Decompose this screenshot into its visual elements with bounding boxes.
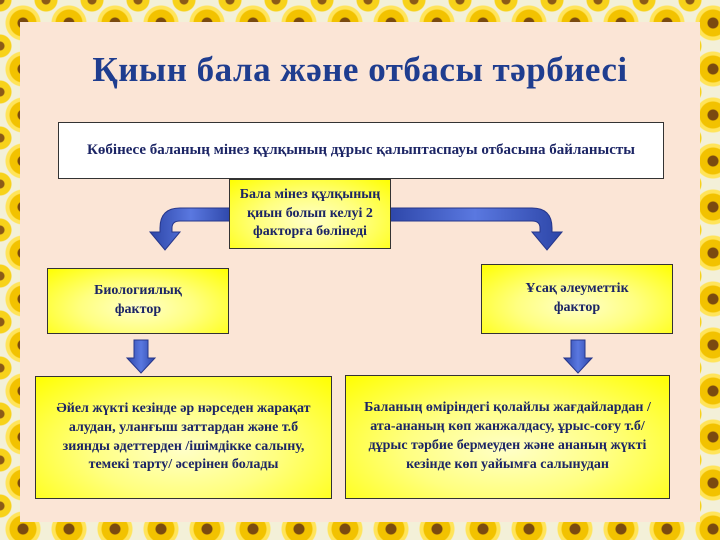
biological-factor-box: Биологиялық фактор	[47, 268, 229, 334]
curved-arrow-right-icon	[387, 207, 564, 251]
biological-detail-box: Әйел жүкті кезінде әр нәрседен жарақат а…	[35, 376, 332, 499]
page-title: Қиын бала және отбасы тәрбиесі	[92, 50, 628, 89]
down-arrow-left-icon	[125, 339, 157, 374]
summary-text: Көбінесе баланың мінез құлқының дұрыс қа…	[87, 142, 635, 159]
biological-detail-text: Әйел жүкті кезінде әр нәрседен жарақат а…	[56, 400, 311, 473]
social-detail-box: Баланың өміріндегі қолайлы жағдайлардан …	[345, 375, 670, 499]
curved-arrow-left-icon	[148, 207, 233, 251]
central-topic-text: Бала мінез құлқының қиын болып келуі 2 ф…	[239, 186, 381, 240]
central-topic-box: Бала мінез құлқының қиын болып келуі 2 ф…	[229, 179, 391, 249]
social-detail-text: Баланың өміріндегі қолайлы жағдайлардан …	[364, 400, 651, 472]
social-factor-text: Ұсақ әлеуметтік фактор	[525, 281, 629, 315]
social-factor-box: Ұсақ әлеуметтік фактор	[481, 264, 673, 334]
down-arrow-right-icon	[562, 339, 594, 374]
biological-factor-text: Биологиялық фактор	[94, 283, 182, 317]
summary-box: Көбінесе баланың мінез құлқының дұрыс қа…	[58, 122, 664, 179]
